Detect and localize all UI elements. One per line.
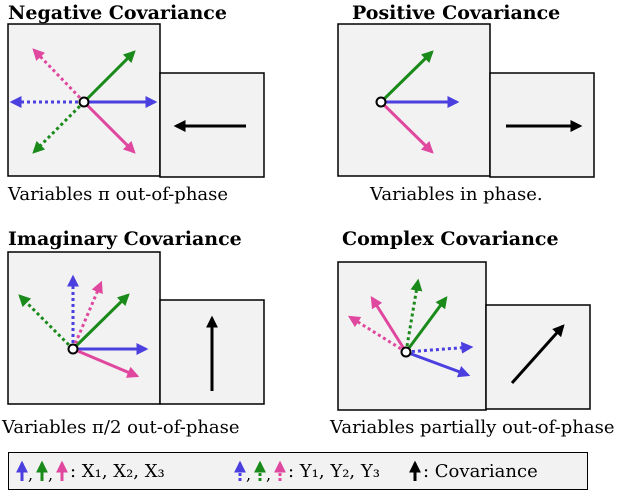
panel-title-negative: Negative Covariance [8, 2, 227, 24]
panel-negative [7, 23, 265, 178]
origin-point [400, 346, 412, 358]
y1-arrow [405, 341, 474, 354]
covariance-box-complex [485, 304, 591, 410]
phasor-box-imaginary [7, 251, 161, 405]
panel-title-imaginary: Imaginary Covariance [8, 228, 242, 250]
y2-arrow [404, 278, 423, 353]
x2-arrow [71, 293, 130, 351]
x3-arrow [82, 100, 136, 154]
panel-caption-positive: Variables in phase. [370, 184, 543, 205]
legend-covariance-label: : Covariance [423, 461, 538, 482]
origin-point [375, 96, 387, 108]
x2-arrow [404, 296, 448, 353]
panel-title-complex: Complex Covariance [342, 228, 559, 250]
x2-arrow [379, 50, 434, 104]
covariance-arrow [510, 324, 565, 385]
panel-caption-complex: Variables partially out-of-phase [330, 417, 615, 438]
panel-positive [337, 23, 595, 178]
x2-arrow [82, 50, 136, 104]
legend-x-label: : X₁, X₂, X₃ [70, 461, 165, 482]
panel-title-positive: Positive Covariance [352, 2, 561, 24]
x3-arrow [72, 347, 140, 378]
origin-point [67, 343, 79, 355]
y2-arrow [18, 294, 75, 351]
panel-imaginary [7, 251, 265, 405]
panel-complex [337, 261, 591, 411]
panel-caption-negative: Variables π out-of-phase [8, 184, 229, 205]
origin-point [78, 96, 90, 108]
legend-y-label: : Y₁, Y₂, Y₃ [288, 461, 380, 482]
x3-arrow [379, 100, 434, 154]
phasor-box-positive [337, 23, 491, 177]
panel-caption-imaginary: Variables π/2 out-of-phase [2, 417, 240, 438]
y3-arrow [32, 48, 86, 104]
x1-arrow [405, 350, 471, 378]
legend-box [8, 452, 588, 490]
y3-arrow [347, 315, 407, 354]
phasor-box-complex [337, 261, 487, 411]
x3-arrow [370, 295, 408, 353]
